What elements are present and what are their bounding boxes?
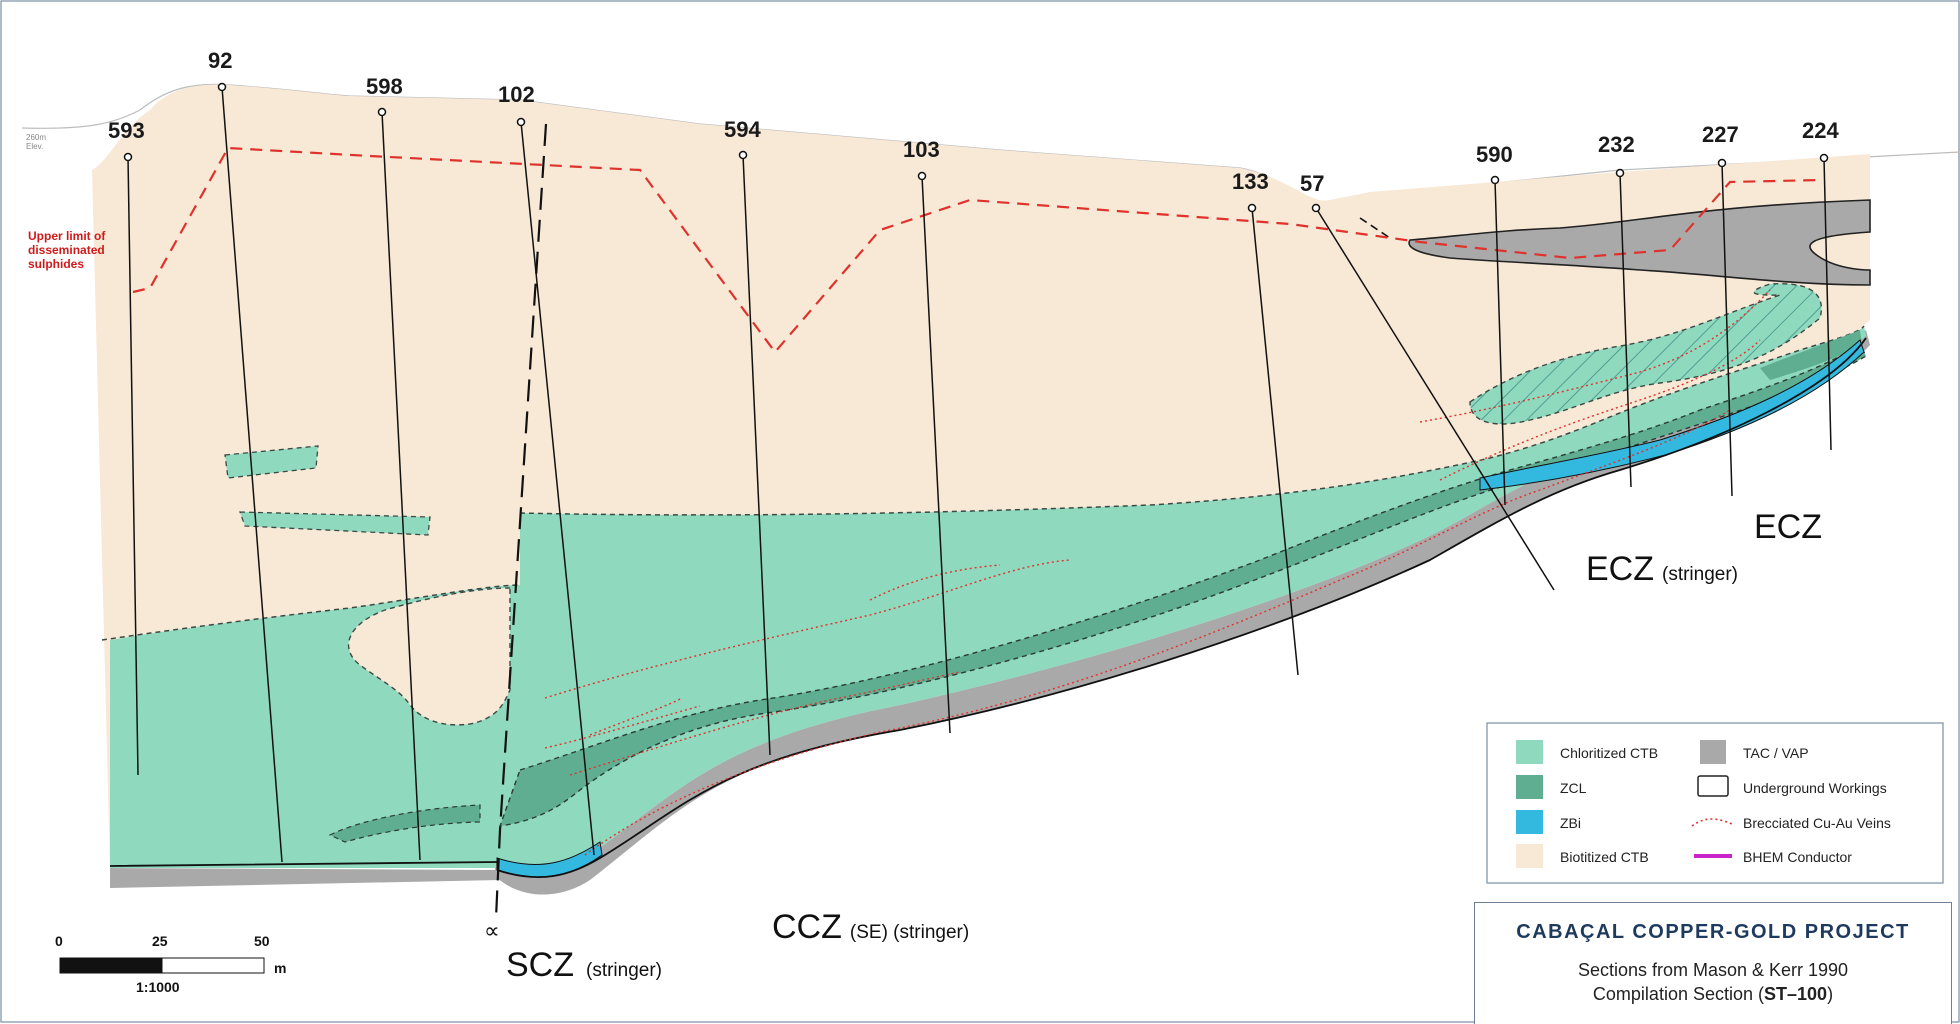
collar-103 <box>917 171 927 181</box>
chloritized-lens-2 <box>239 511 431 536</box>
hole-label-232: 232 <box>1598 132 1635 157</box>
legend: Chloritized CTB ZCL ZBi Biotitized CTB T… <box>1486 722 1944 884</box>
cu-au-veins <box>544 289 1771 856</box>
project-title: CABAÇAL COPPER-GOLD PROJECT <box>1516 921 1910 943</box>
zone-label-ccz: CCZ(SE) (stringer) <box>772 908 969 946</box>
section-code: ST–100 <box>1764 984 1828 1004</box>
upper-limit-note-3: sulphides <box>28 257 84 271</box>
drill-trace-593 <box>127 156 139 776</box>
collar-598 <box>377 107 387 117</box>
legend-label-zbi: ZBi <box>1560 815 1581 831</box>
legend-swatch-veins <box>1691 818 1733 827</box>
title-subtitle-1: Sections from Mason & Kerr 1990 <box>1577 960 1849 980</box>
collar-227 <box>1717 158 1727 168</box>
zone-label-scz: SCZ(stringer) <box>506 946 662 984</box>
hole-label-92: 92 <box>208 48 232 73</box>
title-subtitle-2: Compilation Section (ST–100) <box>1592 984 1834 1004</box>
drill-trace-57 <box>1315 207 1555 591</box>
hole-label-224: 224 <box>1802 118 1839 143</box>
collar-232 <box>1615 168 1625 178</box>
zcl-band <box>498 344 1867 827</box>
chloritized-lens-1 <box>224 445 319 479</box>
tac-vap-left <box>110 868 500 888</box>
collar-102 <box>516 117 526 127</box>
tac-vap-upper <box>1408 199 1871 286</box>
hole-label-102: 102 <box>498 82 535 107</box>
legend-label-chloritized: Chloritized CTB <box>1560 745 1658 761</box>
chloritized-ctb-main <box>110 326 1866 868</box>
zone-label-ecz: ECZ <box>1754 508 1822 546</box>
drill-trace-598 <box>381 111 421 861</box>
collar-594 <box>738 150 748 160</box>
legend-label-veins: Brecciated Cu-Au Veins <box>1743 815 1891 831</box>
drill-trace-102 <box>520 121 595 856</box>
scale-unit: m <box>274 960 286 976</box>
drill-trace-133 <box>1251 207 1299 676</box>
collar-92 <box>217 82 227 92</box>
title-block: CABAÇAL COPPER-GOLD PROJECT Sections fro… <box>1474 902 1952 1024</box>
hole-label-593: 593 <box>108 118 145 143</box>
hole-label-598: 598 <box>366 74 403 99</box>
hole-label-103: 103 <box>903 137 940 162</box>
zone-label-ecz-stringer: ECZ(stringer) <box>1586 550 1738 588</box>
drill-trace-224 <box>1823 157 1832 451</box>
collar-593 <box>123 152 133 162</box>
scale-bar: 0 25 50 m 1:1000 <box>55 933 286 995</box>
scale-tick-25: 25 <box>152 933 168 949</box>
drill-trace-103 <box>921 175 951 734</box>
legend-swatch-zcl <box>1516 775 1543 799</box>
drill-trace-232 <box>1619 172 1632 488</box>
legend-label-bhem: BHEM Conductor <box>1743 849 1852 865</box>
collar-133 <box>1247 203 1257 213</box>
legend-swatch-workings <box>1697 775 1729 797</box>
drill-trace-227 <box>1721 162 1733 497</box>
scale-tick-50: 50 <box>254 933 270 949</box>
zcl-lens-left <box>328 804 481 843</box>
elevation-label: 260m <box>26 133 46 142</box>
legend-label-zcl: ZCL <box>1560 780 1587 796</box>
chloritized-boundary <box>101 325 1865 641</box>
elevation-label-2: Elev. <box>26 142 43 151</box>
drill-trace-594 <box>742 154 771 756</box>
legend-swatch-tac-vap <box>1700 740 1726 764</box>
fault-line-right <box>1359 217 1391 239</box>
biotitized-inclusion <box>347 587 511 726</box>
drill-holes <box>123 82 1832 863</box>
legend-label-biotitized: Biotitized CTB <box>1560 849 1649 865</box>
scale-ratio: 1:1000 <box>136 979 180 995</box>
upper-limit-note-1: Upper limit of <box>28 229 106 243</box>
legend-swatch-chloritized <box>1516 740 1543 764</box>
hole-label-590: 590 <box>1476 142 1513 167</box>
upper-limit-sulphides-line <box>132 146 1821 354</box>
zcl-right <box>1760 330 1862 380</box>
legend-label-workings: Underground Workings <box>1743 780 1887 796</box>
scale-tick-0: 0 <box>55 933 63 949</box>
fault-line <box>494 123 548 919</box>
base-contact <box>109 337 1867 879</box>
hole-label-133: 133 <box>1232 169 1269 194</box>
drill-trace-92 <box>221 86 283 863</box>
collar-57 <box>1311 203 1321 213</box>
upper-limit-note-2: disseminated <box>28 243 105 257</box>
legend-swatch-zbi <box>1516 810 1543 834</box>
drill-trace-590 <box>1494 179 1506 506</box>
legend-label-tac-vap: TAC / VAP <box>1743 745 1809 761</box>
hole-label-594: 594 <box>724 117 761 142</box>
collar-224 <box>1819 153 1829 163</box>
hole-label-57: 57 <box>1300 171 1324 196</box>
fault-symbol: ∝ <box>484 918 500 943</box>
hole-label-227: 227 <box>1702 122 1739 147</box>
hatched-chloritized-body <box>1469 282 1823 425</box>
collar-590 <box>1490 175 1500 185</box>
zbi-band-right <box>1479 339 1865 491</box>
legend-swatch-biotitized <box>1516 844 1543 868</box>
